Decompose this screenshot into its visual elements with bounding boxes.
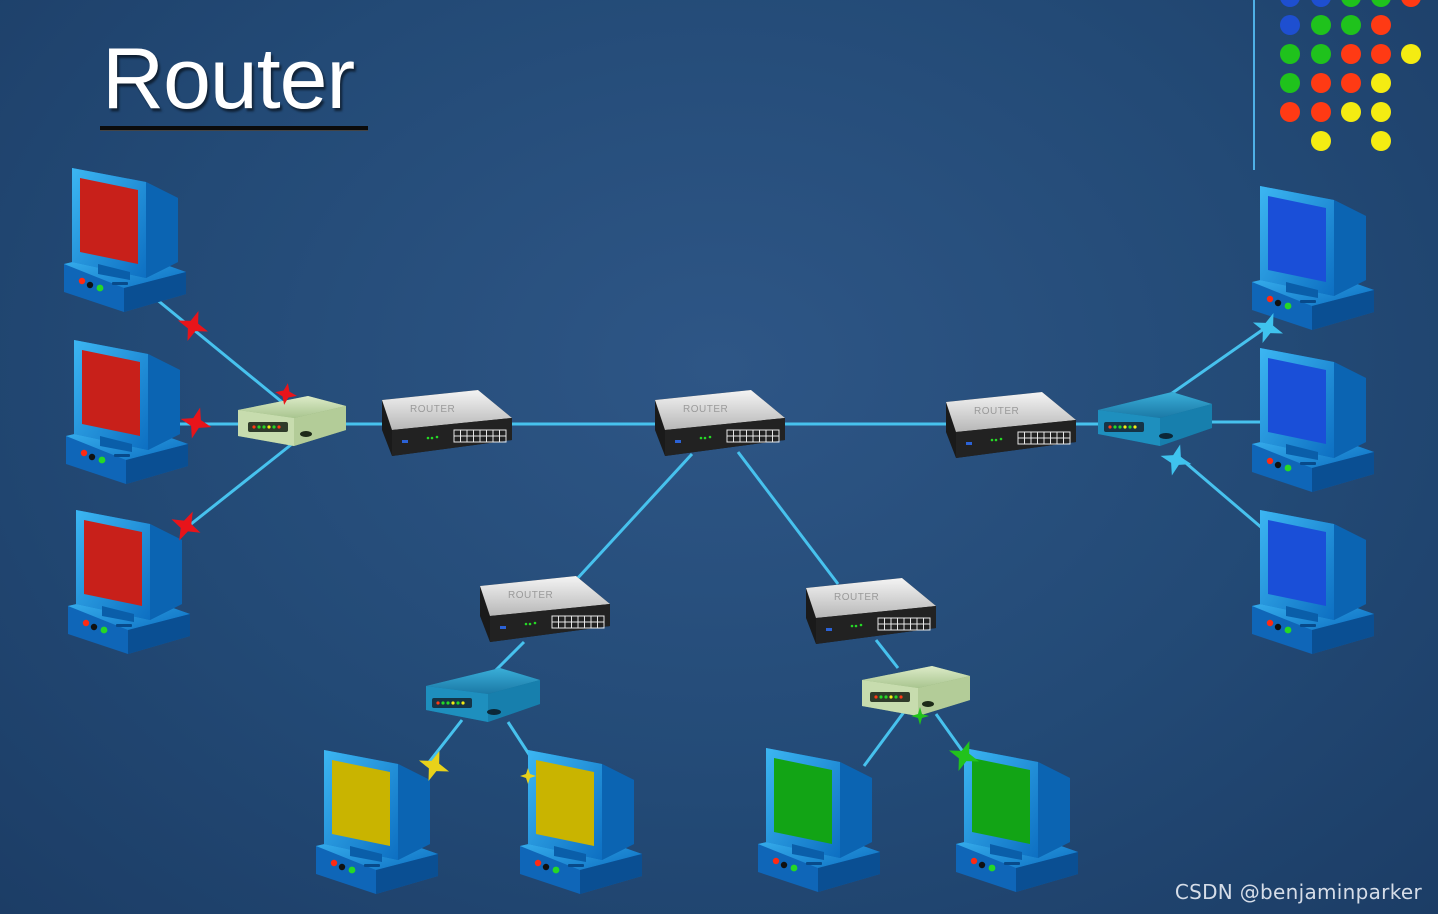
- router-right: ROUTER: [946, 392, 1076, 458]
- collision-star-icon: [177, 310, 209, 342]
- decor-dot: [1280, 73, 1300, 93]
- decor-dot: [1341, 44, 1361, 64]
- collision-star-icon: [911, 707, 929, 725]
- router-bottom-left: ROUTER: [480, 576, 610, 642]
- computer-yellow-2: [520, 750, 642, 894]
- router-center: ROUTER: [655, 390, 785, 456]
- network-links: [149, 292, 1269, 767]
- hub-green-left: [238, 396, 346, 446]
- decor-dot: [1371, 44, 1391, 64]
- hub-blue-bottom-left: [426, 668, 540, 722]
- collision-star-icon: [275, 383, 297, 405]
- decor-dot: [1371, 15, 1391, 35]
- decor-dot: [1280, 15, 1300, 35]
- collision-star-icon: [948, 740, 980, 772]
- monitor-screen: [84, 520, 142, 606]
- monitor-screen: [774, 758, 832, 844]
- computer-green-1: [758, 748, 880, 892]
- router-left: ROUTER: [382, 390, 512, 456]
- computer-blue-3: [1252, 510, 1374, 654]
- decor-dot: [1280, 0, 1300, 7]
- router-label: ROUTER: [410, 404, 455, 415]
- computer-yellow-1: [316, 750, 438, 894]
- decor-dot: [1280, 44, 1300, 64]
- monitor-screen: [82, 350, 140, 436]
- decor-dot: [1341, 102, 1361, 122]
- router-label: ROUTER: [834, 592, 879, 603]
- collision-star-icon: [180, 407, 212, 439]
- monitor-screen: [80, 178, 138, 264]
- decor-dot: [1341, 0, 1361, 7]
- decor-dot: [1401, 0, 1421, 7]
- collision-star-icon: [418, 750, 450, 782]
- collision-markers-red: [171, 310, 297, 541]
- router-bottom-right: ROUTER: [806, 578, 936, 644]
- monitor-screen: [536, 760, 594, 846]
- computer-green-2: [956, 748, 1078, 892]
- decor-dot: [1311, 131, 1331, 151]
- computer-blue-1: [1252, 186, 1374, 330]
- decor-dot: [1311, 102, 1331, 122]
- collision-star-icon: [1252, 312, 1284, 344]
- computer-red-2: [66, 340, 188, 484]
- hub-blue-right: [1098, 392, 1212, 446]
- router-label: ROUTER: [683, 404, 728, 415]
- decor-dot: [1371, 131, 1391, 151]
- title-underline: [100, 126, 368, 130]
- collision-star-icon: [520, 768, 536, 784]
- decor-dot: [1371, 73, 1391, 93]
- decor-dot: [1311, 73, 1331, 93]
- collision-markers-green: [911, 707, 980, 772]
- collision-star-icon: [1160, 444, 1192, 476]
- decor-dot: [1311, 15, 1331, 35]
- decor-dot: [1341, 73, 1361, 93]
- collision-markers-cyan: [1160, 312, 1284, 476]
- collision-markers-yellow: [418, 750, 536, 784]
- router-label: ROUTER: [974, 406, 1019, 417]
- decor-dot-grid: [1280, 0, 1421, 151]
- monitor-screen: [1268, 520, 1326, 606]
- decor-dot: [1371, 0, 1391, 7]
- watermark: CSDN @benjaminparker: [1174, 880, 1422, 904]
- hub-green-bottom-right: [862, 666, 970, 716]
- computer-red-1: [64, 168, 186, 312]
- decor-dot: [1311, 44, 1331, 64]
- decor-dot: [1371, 102, 1391, 122]
- decor-dot: [1401, 44, 1421, 64]
- decor-dot: [1311, 0, 1331, 7]
- monitor-screen: [1268, 358, 1326, 444]
- monitor-screen: [972, 758, 1030, 844]
- page-title: Router: [102, 31, 355, 127]
- monitor-screen: [1268, 196, 1326, 282]
- decor-dot: [1280, 102, 1300, 122]
- collision-star-icon: [171, 511, 201, 541]
- computer-red-3: [68, 510, 190, 654]
- decor-dot: [1341, 15, 1361, 35]
- router-label: ROUTER: [508, 590, 553, 601]
- monitor-screen: [332, 760, 390, 846]
- computer-blue-2: [1252, 348, 1374, 492]
